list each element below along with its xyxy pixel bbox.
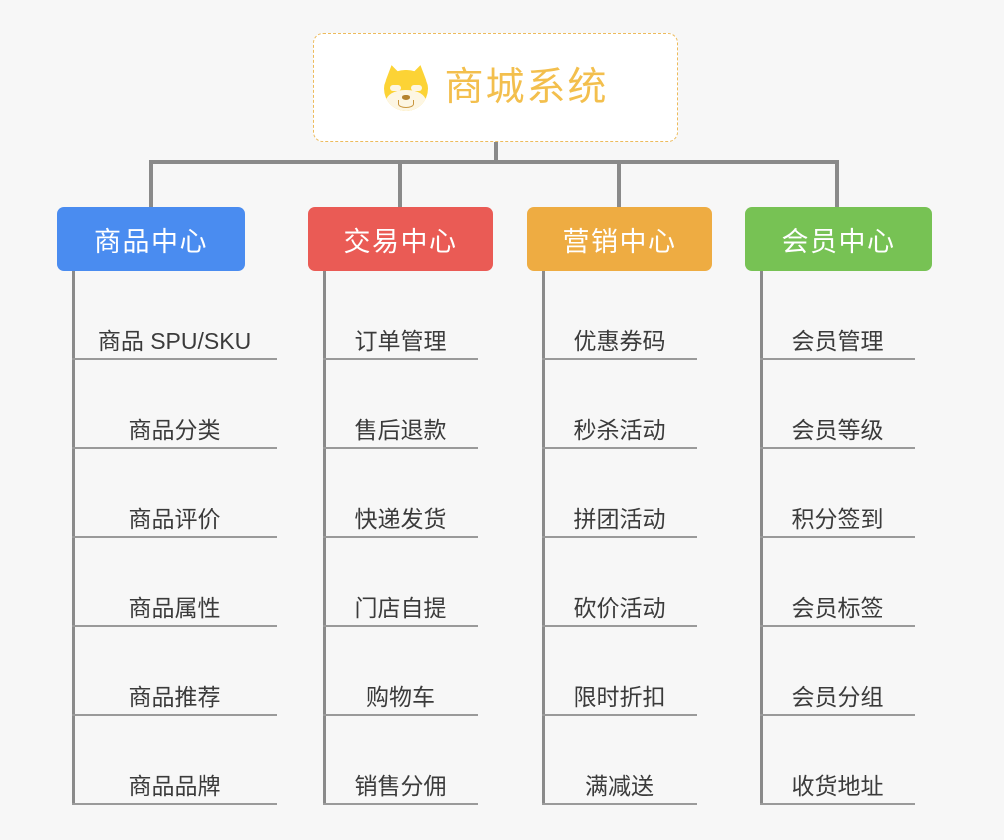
leaf-underline [760, 447, 915, 449]
leaf-item-label: 会员等级 [791, 416, 884, 443]
leaf-underline [72, 536, 277, 538]
leaf-underline [542, 447, 697, 449]
leaf-item[interactable]: 商品品牌 [72, 716, 277, 805]
leaf-underline [760, 536, 915, 538]
leaf-item-label: 商品属性 [128, 594, 221, 621]
category-header-label: 商品中心 [94, 226, 208, 257]
leaf-item-label: 积分签到 [791, 505, 884, 532]
leaf-item-label: 门店自提 [354, 594, 447, 621]
leaf-item-label: 满减送 [585, 772, 654, 799]
leaf-item[interactable]: 拼团活动 [542, 449, 697, 538]
leaf-underline [323, 358, 478, 360]
shiba-dog-face-icon [382, 62, 430, 112]
connector-drop-3 [617, 160, 621, 207]
leaf-item-label: 商品 SPU/SKU [97, 327, 252, 354]
column-trunk-line [323, 271, 326, 805]
leaf-item[interactable]: 购物车 [323, 627, 478, 716]
leaf-underline [760, 803, 915, 805]
leaf-item[interactable]: 会员标签 [760, 538, 915, 627]
leaf-underline [72, 714, 277, 716]
leaf-item-label: 拼团活动 [573, 505, 666, 532]
leaf-column-product-center: 商品 SPU/SKU 商品分类商品评价商品属性商品推荐商品品牌 [72, 271, 277, 805]
leaf-column-trade-center: 订单管理售后退款快递发货门店自提购物车销售分佣 [323, 271, 478, 805]
leaf-item-label: 商品推荐 [128, 683, 221, 710]
connector-horizontal-bus [149, 160, 839, 164]
leaf-item[interactable]: 会员分组 [760, 627, 915, 716]
leaf-item-label: 优惠券码 [573, 327, 666, 354]
leaf-item-label: 商品分类 [128, 416, 221, 443]
leaf-underline [542, 803, 697, 805]
leaf-column-marketing-center: 优惠券码秒杀活动拼团活动砍价活动限时折扣满减送 [542, 271, 697, 805]
leaf-item[interactable]: 积分签到 [760, 449, 915, 538]
leaf-underline [323, 447, 478, 449]
leaf-item-label: 销售分佣 [354, 772, 447, 799]
leaf-underline [72, 803, 277, 805]
leaf-item-label: 秒杀活动 [573, 416, 666, 443]
leaf-underline [760, 625, 915, 627]
leaf-item[interactable]: 订单管理 [323, 271, 478, 360]
connector-drop-4 [835, 160, 839, 207]
leaf-underline [323, 714, 478, 716]
leaf-item-label: 会员标签 [791, 594, 884, 621]
leaf-item[interactable]: 限时折扣 [542, 627, 697, 716]
leaf-item[interactable]: 商品分类 [72, 360, 277, 449]
leaf-item[interactable]: 销售分佣 [323, 716, 478, 805]
leaf-underline [542, 625, 697, 627]
category-header-product-center[interactable]: 商品中心 [57, 207, 245, 271]
leaf-item-label: 砍价活动 [573, 594, 666, 621]
column-trunk-line [542, 271, 545, 805]
leaf-item-label: 订单管理 [354, 327, 447, 354]
leaf-underline [323, 803, 478, 805]
root-node[interactable]: 商城系统 [313, 33, 678, 142]
leaf-underline [323, 536, 478, 538]
leaf-item[interactable]: 商品评价 [72, 449, 277, 538]
leaf-underline [72, 358, 277, 360]
leaf-item-label: 购物车 [366, 683, 435, 710]
leaf-item-label: 快递发货 [354, 505, 447, 532]
category-header-label: 交易中心 [343, 226, 458, 257]
leaf-item[interactable]: 商品属性 [72, 538, 277, 627]
leaf-item-label: 会员分组 [791, 683, 884, 710]
leaf-item[interactable]: 快递发货 [323, 449, 478, 538]
leaf-item-label: 限时折扣 [573, 683, 666, 710]
connector-drop-2 [398, 160, 402, 207]
leaf-item[interactable]: 门店自提 [323, 538, 478, 627]
category-header-member-center[interactable]: 会员中心 [745, 207, 932, 271]
leaf-item[interactable]: 优惠券码 [542, 271, 697, 360]
leaf-item[interactable]: 砍价活动 [542, 538, 697, 627]
connector-root-stem [494, 142, 498, 164]
leaf-item-label: 商品品牌 [128, 772, 221, 799]
leaf-underline [542, 536, 697, 538]
leaf-item[interactable]: 收货地址 [760, 716, 915, 805]
root-title: 商城系统 [444, 66, 609, 109]
leaf-item[interactable]: 售后退款 [323, 360, 478, 449]
category-header-marketing-center[interactable]: 营销中心 [527, 207, 712, 271]
connector-drop-1 [149, 160, 153, 207]
leaf-item[interactable]: 满减送 [542, 716, 697, 805]
column-trunk-line [760, 271, 763, 805]
leaf-item-label: 商品评价 [128, 505, 221, 532]
leaf-column-member-center: 会员管理会员等级积分签到会员标签会员分组收货地址 [760, 271, 915, 805]
leaf-item[interactable]: 会员管理 [760, 271, 915, 360]
leaf-underline [72, 625, 277, 627]
leaf-underline [760, 358, 915, 360]
category-header-trade-center[interactable]: 交易中心 [308, 207, 493, 271]
leaf-underline [542, 358, 697, 360]
leaf-item[interactable]: 秒杀活动 [542, 360, 697, 449]
leaf-item[interactable]: 商品推荐 [72, 627, 277, 716]
column-trunk-line [72, 271, 75, 805]
category-header-label: 会员中心 [781, 226, 896, 257]
category-header-label: 营销中心 [562, 226, 677, 257]
leaf-item-label: 收货地址 [791, 772, 884, 799]
leaf-underline [323, 625, 478, 627]
leaf-item-label: 会员管理 [791, 327, 884, 354]
leaf-item-label: 售后退款 [354, 416, 447, 443]
leaf-item[interactable]: 商品 SPU/SKU [72, 271, 277, 360]
leaf-underline [760, 714, 915, 716]
leaf-underline [72, 447, 277, 449]
leaf-underline [542, 714, 697, 716]
leaf-item[interactable]: 会员等级 [760, 360, 915, 449]
